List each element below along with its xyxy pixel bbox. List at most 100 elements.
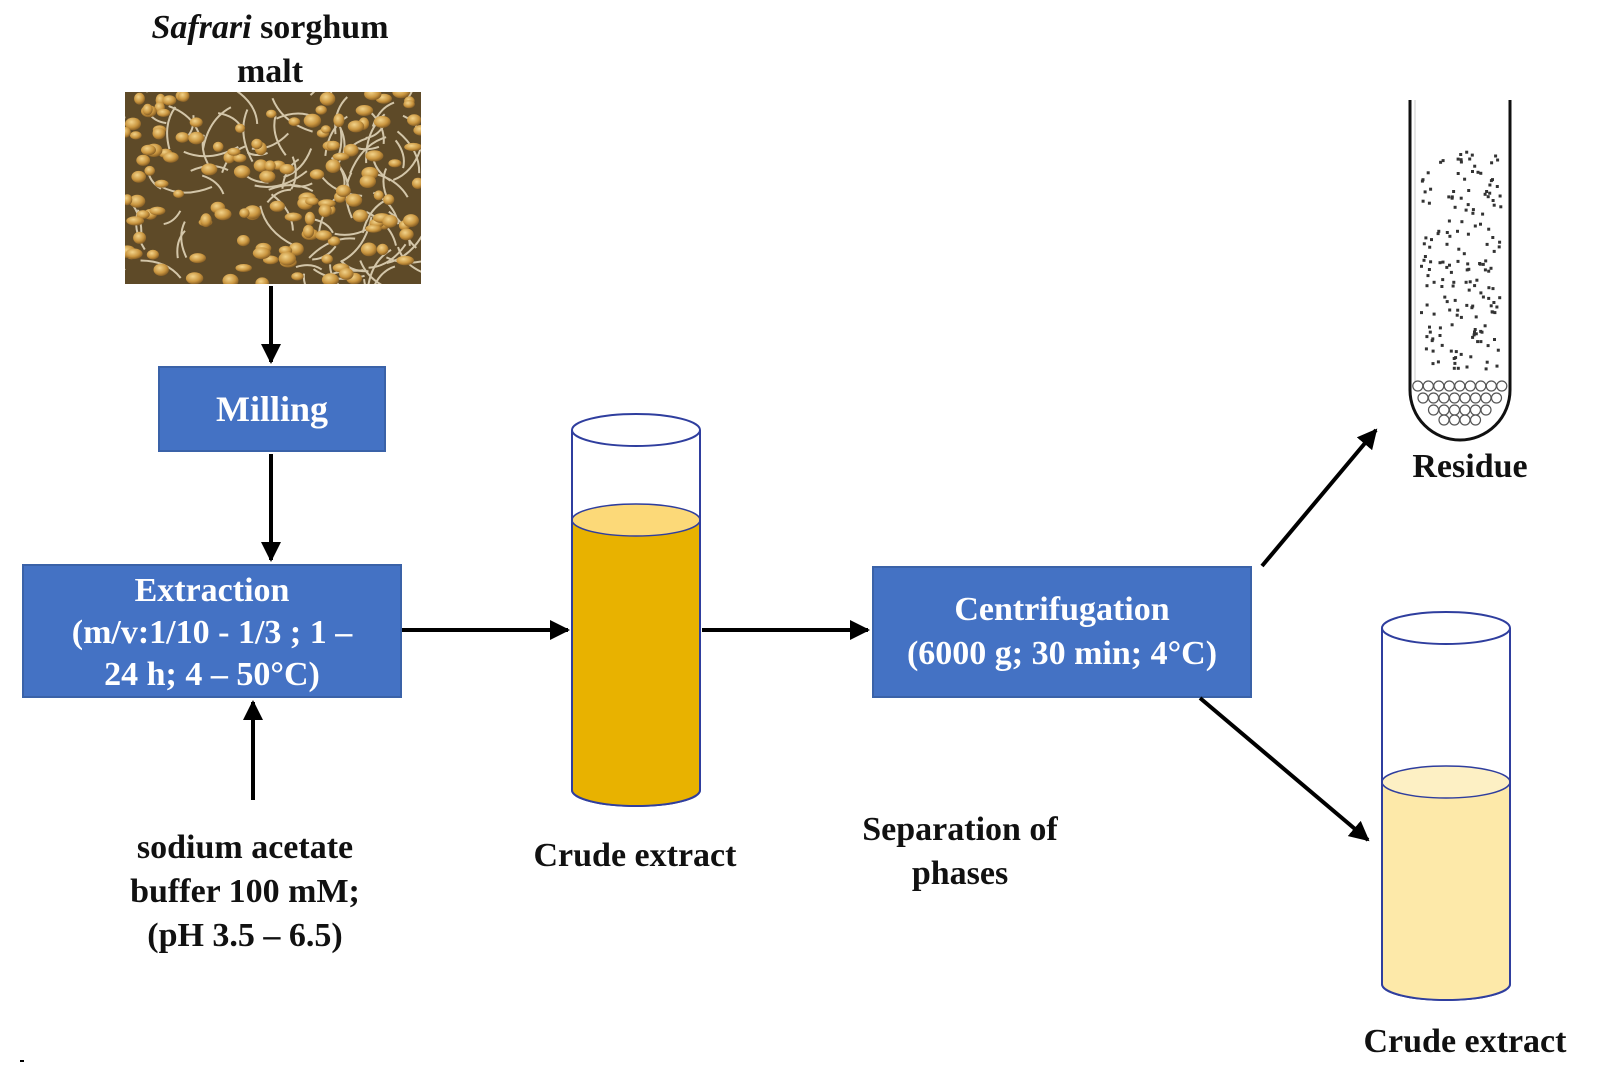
particle — [1430, 238, 1433, 242]
grain — [125, 194, 133, 206]
grain — [365, 224, 382, 233]
grain — [235, 123, 246, 133]
particle — [1465, 268, 1469, 272]
particle — [1488, 183, 1492, 187]
separation-line1: Separation of — [862, 811, 1058, 848]
particle — [1472, 333, 1476, 337]
grain — [403, 214, 419, 228]
grain — [396, 255, 415, 266]
pellet-bead — [1475, 380, 1487, 392]
grain — [222, 273, 239, 284]
grain — [302, 224, 315, 239]
particle — [1450, 323, 1454, 327]
sprout — [176, 230, 186, 259]
particle — [1456, 157, 1460, 161]
sprout — [374, 265, 396, 284]
particle — [1422, 242, 1426, 246]
buffer-line1: sodium acetate — [136, 829, 354, 866]
particle — [1453, 361, 1457, 365]
pellet-bead — [1454, 380, 1466, 392]
particle — [1438, 261, 1442, 265]
particle — [1471, 335, 1475, 339]
particle — [1432, 312, 1436, 316]
grain — [339, 268, 354, 280]
particle — [1425, 284, 1429, 288]
pellet-bead — [1459, 392, 1471, 404]
particle — [1447, 195, 1451, 199]
particle — [1481, 295, 1485, 299]
source-title-line2: malt — [236, 53, 304, 90]
particle — [1432, 280, 1436, 284]
particle — [1463, 177, 1467, 181]
sprout — [368, 243, 407, 269]
grain — [345, 193, 363, 207]
sprout — [359, 260, 383, 284]
particle — [1483, 192, 1487, 196]
sprout — [334, 96, 348, 135]
particle — [1431, 349, 1435, 353]
sprout — [289, 182, 313, 188]
pellet-bead — [1448, 392, 1461, 404]
particle — [1451, 284, 1455, 288]
particle — [1431, 362, 1435, 366]
grain — [347, 120, 365, 133]
sprout — [324, 115, 348, 156]
particle — [1459, 153, 1463, 156]
sprout — [367, 248, 392, 284]
particle — [1459, 158, 1463, 162]
particle — [1471, 170, 1474, 173]
grain — [136, 210, 150, 219]
particle — [1487, 269, 1491, 273]
particle — [1474, 315, 1478, 319]
crude-extract-label-2: Crude extract — [1330, 1020, 1600, 1064]
grain — [365, 150, 384, 162]
sprout — [407, 92, 413, 98]
particle — [1473, 224, 1477, 228]
pellet-bead — [1433, 380, 1445, 392]
sprout — [254, 170, 308, 188]
particle — [1425, 335, 1429, 339]
particle — [1487, 227, 1491, 231]
particle — [1454, 350, 1458, 354]
pellet-bead — [1464, 380, 1476, 392]
particle — [1431, 337, 1435, 341]
grain — [154, 179, 169, 188]
particle — [1483, 324, 1487, 328]
pellet-bead — [1443, 380, 1455, 392]
grain — [303, 113, 322, 128]
milling-label: Milling — [215, 389, 328, 429]
centrifugation-line1: Centrifugation — [954, 591, 1170, 628]
grain — [360, 242, 377, 257]
sprout — [159, 185, 213, 194]
grain — [279, 164, 295, 175]
pellet-bead — [1412, 380, 1424, 392]
particle — [1479, 340, 1483, 344]
grain — [383, 194, 395, 205]
grain — [125, 248, 143, 260]
particle — [1439, 160, 1443, 164]
particle — [1441, 159, 1445, 163]
grain — [392, 92, 410, 99]
grain — [320, 125, 331, 134]
particle — [1427, 268, 1431, 271]
particle — [1483, 268, 1487, 272]
particle — [1481, 212, 1485, 216]
milling-step: Milling — [158, 366, 386, 452]
particle — [1490, 161, 1494, 165]
particle — [1445, 265, 1449, 269]
crude-extract-tube-2 — [1381, 611, 1511, 1001]
grain — [352, 209, 369, 223]
buffer-label: sodium acetate buffer 100 mM; (pH 3.5 – … — [70, 826, 420, 958]
particle — [1466, 203, 1470, 207]
sprout — [201, 106, 232, 150]
grain — [252, 247, 271, 260]
particle — [1448, 308, 1452, 312]
grain — [335, 184, 351, 197]
particle — [1443, 295, 1447, 299]
grain — [259, 170, 276, 183]
particle — [1468, 157, 1472, 161]
particle — [1496, 348, 1500, 352]
grain — [152, 127, 166, 140]
pellet-bead — [1469, 414, 1482, 426]
grain — [326, 140, 340, 151]
